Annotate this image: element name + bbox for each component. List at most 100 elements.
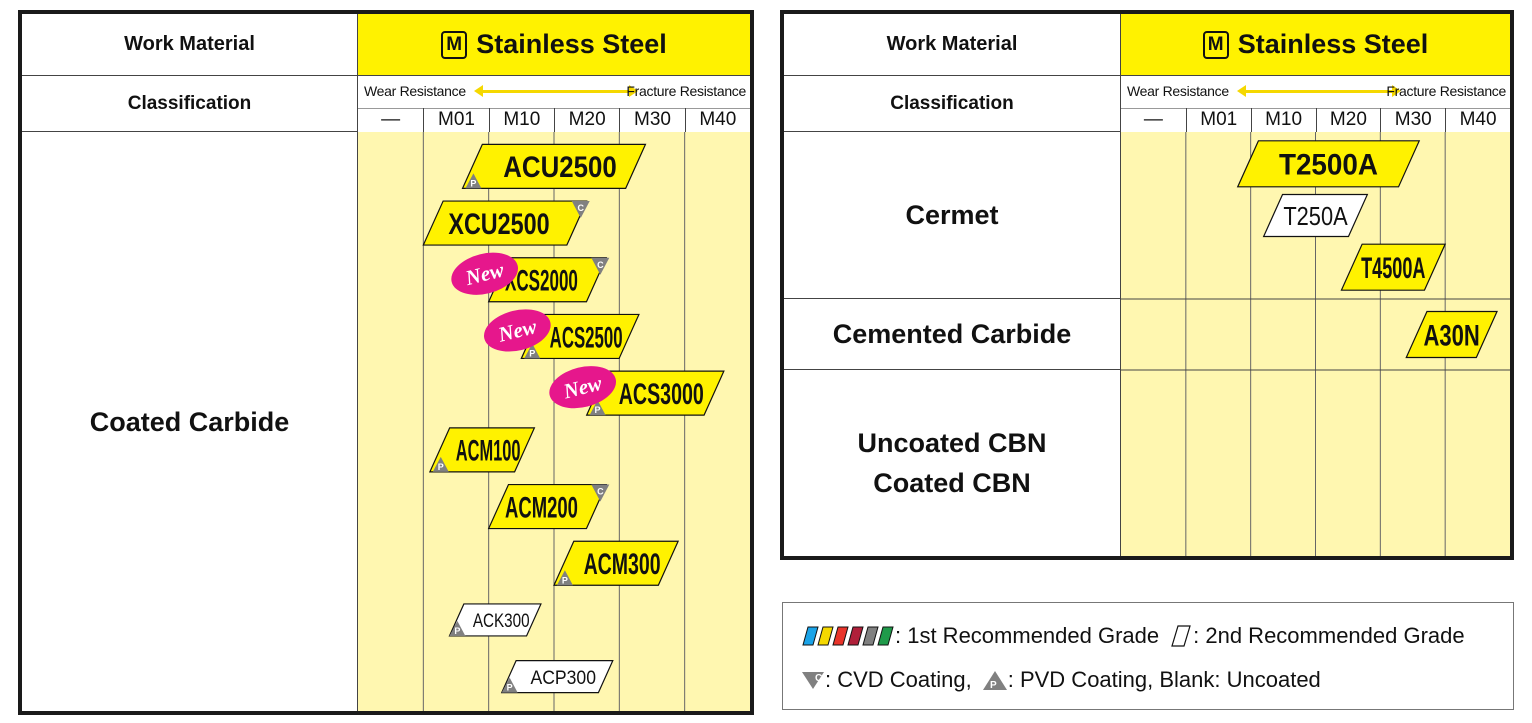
column-header: M20 [554,108,619,132]
grade-bar [1262,193,1369,238]
grade-a30n: A30N [1405,310,1498,359]
legend: : 1st Recommended Grade : 2nd Recommende… [782,602,1514,710]
pvd-triangle-icon [465,173,482,189]
grade-zone: T2500A T250A T4500A A30N [1121,132,1510,556]
column-header: M01 [1185,108,1251,132]
grade-t250a: T250A [1262,193,1369,238]
grade-color-swatches-icon [802,626,894,646]
grade-label: ACP300 [531,667,596,689]
grade-bar [422,200,588,246]
grade-chart: T2500A T250A T4500A A30N [1121,132,1510,556]
material-header: M Stainless Steel [358,14,750,76]
blank-parallelogram-icon [1171,625,1191,647]
cvd-triangle-icon [571,201,590,219]
material-name: Stainless Steel [476,29,667,59]
pvd-mark: P [562,575,568,585]
pvd-triangle-icon [432,456,449,472]
column-header: M40 [684,108,750,132]
cvd-triangle-icon [591,257,610,275]
new-badge: New [451,252,519,295]
column-header: M20 [1315,108,1381,132]
grade-label: A30N [1424,319,1480,352]
pvd-triangle-icon [524,343,541,359]
legend-second-grade: : 2nd Recommended Grade [1193,623,1465,648]
column-header: M10 [488,108,554,132]
column-header: — [381,109,401,130]
pvd-triangle-icon [449,620,466,636]
cvd-mark: C [597,260,604,270]
row-label-cbn: Uncoated CBN Coated CBN [784,370,1121,556]
m-badge-icon: M [441,30,468,59]
pvd-mark: P [438,462,444,472]
swatch [847,626,864,646]
wear-resistance-label: Wear Resistance [364,83,466,99]
material-header: M Stainless Steel [1121,14,1510,76]
swatch [817,626,834,646]
work-material-label: Work Material [22,14,358,76]
grade-bar [487,483,608,530]
grade-bar [448,603,542,637]
svg-text:P: P [990,680,997,691]
new-badge-shape [451,252,519,295]
grade-label: XCU2500 [448,208,549,241]
pvd-mark: P [595,405,601,415]
pvd-mark: P [454,626,460,636]
grade-label: ACM100 [456,435,521,468]
classification-label: Classification [784,76,1121,132]
grade-bar [553,540,680,586]
grade-label: T2500A [1279,149,1378,182]
grade-bar [428,427,536,473]
new-badge: New [549,366,617,409]
pvd-triangle-icon [501,677,518,693]
column-header: — [1143,109,1163,130]
swatch [877,626,894,646]
column-header: M01 [423,108,488,132]
resistance-scale: Wear Resistance Fracture Resistance [358,76,750,108]
swatch [832,626,849,646]
svg-text:C: C [815,673,822,684]
grade-bar [461,143,647,189]
work-material-label: Work Material [784,14,1121,76]
legend-pvd: : PVD Coating, Blank: Uncoated [1007,667,1321,692]
column-header: M30 [1380,108,1445,132]
wear-resistance-label: Wear Resistance [1127,83,1229,99]
column-header: M10 [1250,108,1316,132]
material-name: Stainless Steel [1237,29,1429,59]
cvd-triangle-icon [591,484,610,502]
swatch [862,626,879,646]
double-arrow-icon [1237,85,1401,97]
grade-label: ACU2500 [503,151,616,184]
legend-cvd: : CVD Coating, [825,667,972,692]
classification-label: Classification [22,76,358,132]
grade-t4500a: T4500A [1340,243,1447,291]
swatch [802,626,819,646]
grade-bar [1340,243,1447,291]
double-arrow-icon [474,85,638,97]
grade-bar [500,660,614,694]
row-label-cemented-carbide: Cemented Carbide [784,299,1121,370]
pvd-mark: P [507,683,513,693]
pvd-triangle-icon: P [982,671,1007,691]
pvd-triangle-icon [556,570,573,586]
grade-label: ACM200 [505,491,578,524]
fracture-resistance-label: Fracture Resistance [1386,83,1506,99]
grade-label: T250A [1283,201,1348,231]
grade-label: ACS3000 [619,378,704,411]
pvd-triangle-icon [589,400,606,416]
cvd-mark: C [597,487,604,497]
column-header: M40 [1445,108,1510,132]
new-badge-shape [483,309,551,352]
pvd-mark: P [529,348,535,358]
grade-bar [1236,140,1421,188]
